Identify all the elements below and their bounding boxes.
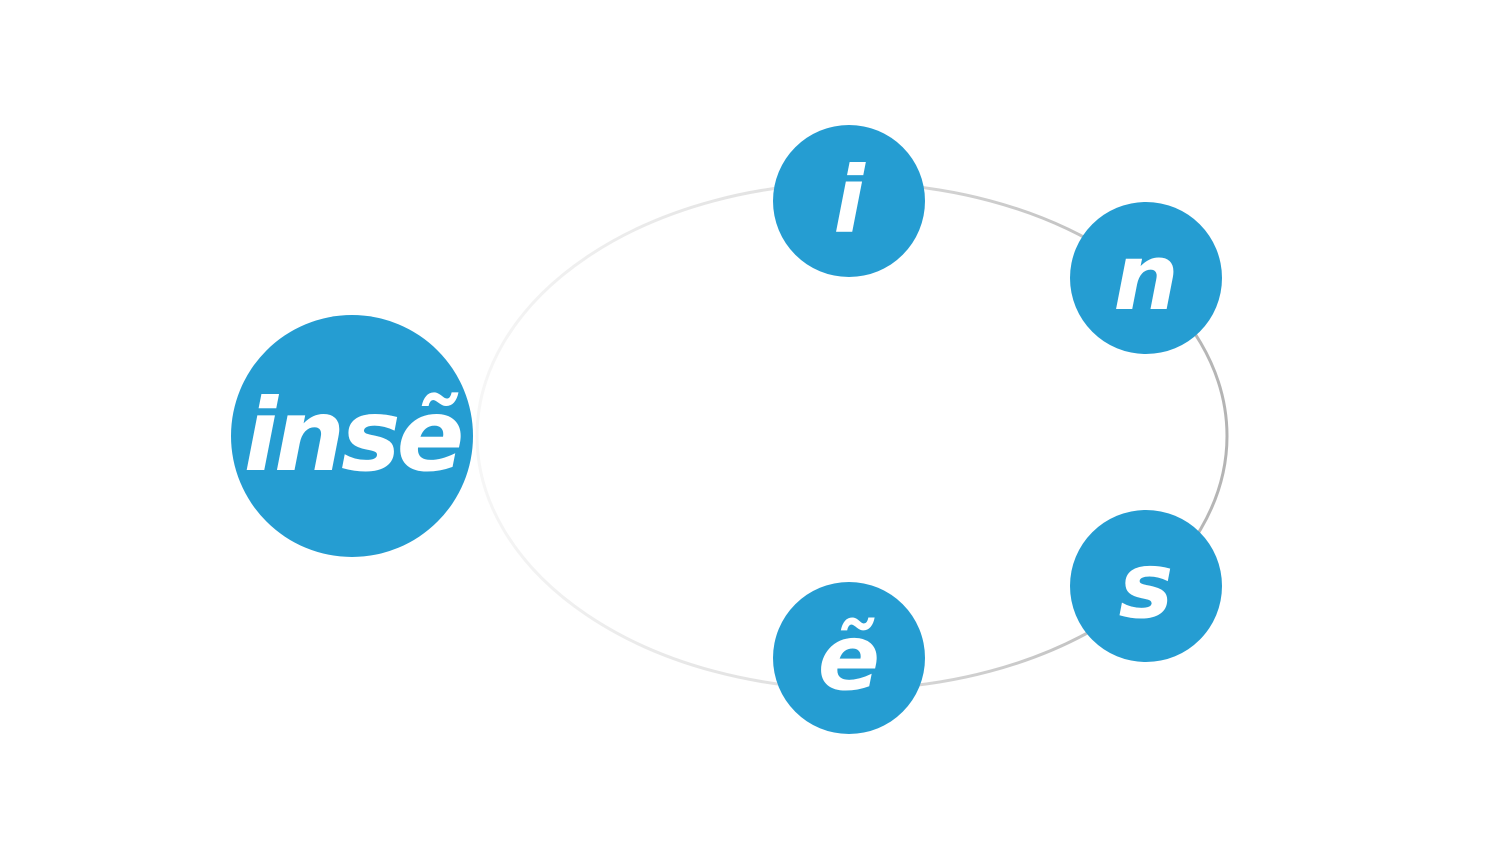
node-e: ẽ [773, 582, 925, 734]
center-node-label: insẽ [243, 377, 465, 494]
node-n: n [1070, 202, 1222, 354]
node-i-label: i [833, 147, 865, 254]
center-node: insẽ [231, 315, 473, 557]
node-s-label: s [1118, 532, 1174, 639]
node-e-label: ẽ [817, 604, 881, 711]
node-n-label: n [1113, 224, 1179, 331]
node-i: i [773, 125, 925, 277]
node-s: s [1070, 510, 1222, 662]
